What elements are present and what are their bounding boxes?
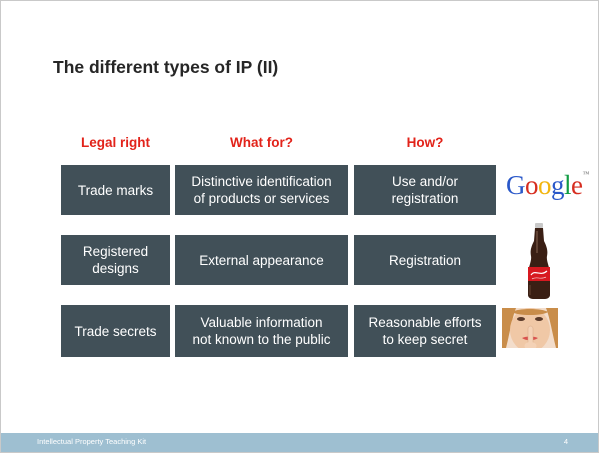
cell-text: Valuable information not known to the pu… — [192, 315, 331, 347]
cell-text: Reasonable efforts to keep secret — [368, 315, 482, 347]
trademark-mark: ™ — [582, 170, 590, 178]
cell-text: Distinctive identification of products o… — [191, 174, 332, 206]
cell-what-for-trade-secrets: Valuable information not known to the pu… — [175, 305, 348, 357]
cell-legal-right-trade-secrets: Trade secrets — [61, 305, 170, 357]
google-logo-letter: o — [525, 170, 539, 200]
cell-text: Registered designs — [82, 244, 149, 276]
cell-legal-right-registered-designs: Registered designs — [61, 235, 170, 285]
google-logo-letter: l — [564, 170, 572, 200]
column-header-legal-right: Legal right — [80, 135, 150, 150]
slide-title: The different types of IP (II) — [53, 57, 279, 77]
footer-text: Intellectual Property Teaching Kit — [37, 437, 147, 446]
google-logo-letter: g — [551, 170, 565, 200]
cell-how-trade-marks: Use and/or registration — [354, 165, 496, 215]
cell-text: External appearance — [199, 252, 324, 268]
google-logo-letter: G — [506, 170, 526, 200]
cell-text: Use and/or registration — [391, 174, 459, 206]
cell-what-for-registered-designs: External appearance — [175, 235, 348, 285]
column-header-what-for: What for? — [230, 135, 293, 150]
google-logo-letter: e — [571, 170, 583, 200]
cell-legal-right-trade-marks: Trade marks — [61, 165, 170, 215]
cell-what-for-trade-marks: Distinctive identification of products o… — [175, 165, 348, 215]
google-logo-letter: o — [538, 170, 552, 200]
cell-text: Registration — [388, 252, 462, 268]
cell-how-trade-secrets: Reasonable efforts to keep secret — [354, 305, 496, 357]
secret-face-image — [502, 308, 558, 348]
page-number: 4 — [563, 437, 568, 446]
footer-bar: Intellectual Property Teaching Kit 4 — [1, 433, 598, 452]
cell-text: Trade marks — [77, 182, 154, 198]
column-header-how: How? — [406, 135, 444, 150]
google-logo: Google™ — [506, 170, 589, 201]
cell-how-registered-designs: Registration — [354, 235, 496, 285]
cell-text: Trade secrets — [74, 323, 157, 339]
coca-cola-bottle-image — [528, 223, 550, 299]
